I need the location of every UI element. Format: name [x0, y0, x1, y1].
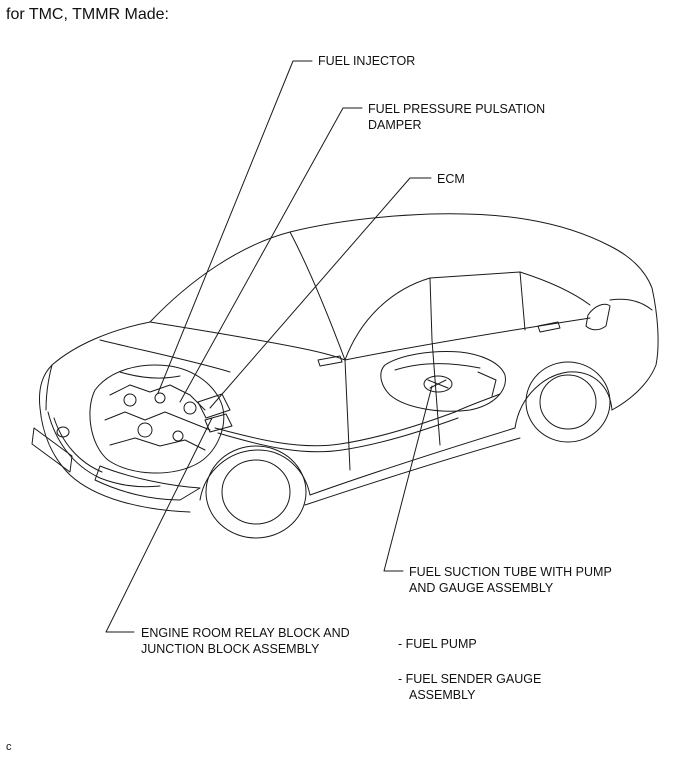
- car-body-outline: [31, 213, 659, 539]
- label-sender-gauge-line2: ASSEMBLY: [409, 688, 476, 702]
- label-suction-tube-line1: FUEL SUCTION TUBE WITH PUMP: [409, 565, 612, 579]
- label-fuel-pump: - FUEL PUMP: [398, 637, 477, 651]
- engine-assembly: [89, 364, 233, 474]
- label-fuel-injector: FUEL INJECTOR: [318, 54, 416, 68]
- label-pulsation-damper-line1: FUEL PRESSURE PULSATION: [368, 102, 546, 116]
- label-suction-tube-line2: AND GAUGE ASSEMBLY: [409, 581, 554, 595]
- label-ecm: ECM: [437, 172, 465, 186]
- fuel-tank-assembly: [380, 351, 506, 412]
- page-heading: for TMC, TMMR Made:: [6, 6, 169, 23]
- leader-lines: [105, 60, 433, 633]
- fuel-lines: [214, 393, 501, 453]
- label-pulsation-damper-line2: DAMPER: [368, 118, 422, 132]
- label-relay-block-line2: JUNCTION BLOCK ASSEMBLY: [141, 642, 320, 656]
- label-relay-block-line1: ENGINE ROOM RELAY BLOCK AND: [141, 626, 350, 640]
- label-sender-gauge-line1: - FUEL SENDER GAUGE: [398, 672, 542, 686]
- corner-mark: c: [6, 741, 12, 753]
